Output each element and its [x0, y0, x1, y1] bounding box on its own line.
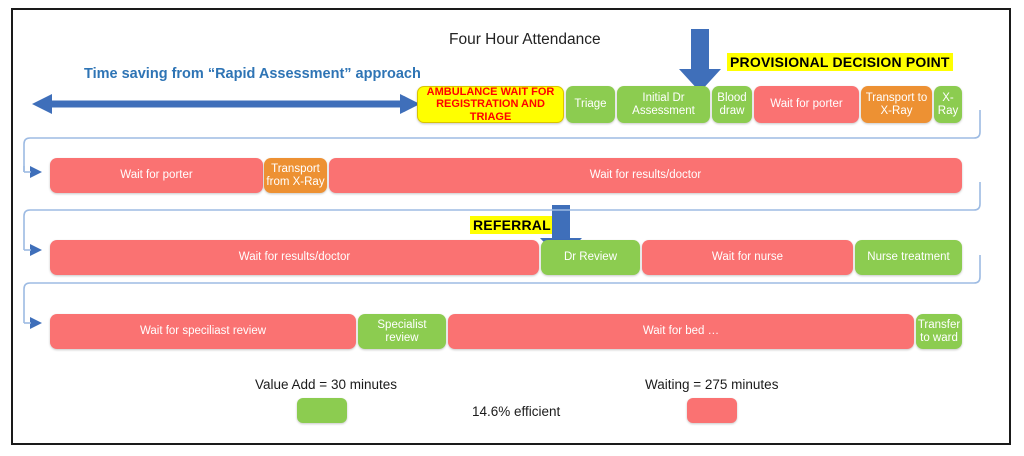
- time-saving-label: Time saving from “Rapid Assessment” appr…: [84, 66, 421, 82]
- decision-point-down-arrow: [679, 29, 721, 92]
- callout-provisional-decision-point: PROVISIONAL DECISION POINT: [727, 53, 953, 71]
- step-wait-for-bed[interactable]: Wait for bed …: [448, 314, 914, 349]
- step-specialist-review[interactable]: Specialist review: [358, 314, 446, 349]
- page-title: Four Hour Attendance: [449, 31, 601, 48]
- step-wait-for-nurse[interactable]: Wait for nurse: [642, 240, 853, 275]
- step-blood-draw[interactable]: Blood draw: [712, 86, 752, 123]
- step-dr-review[interactable]: Dr Review: [541, 240, 640, 275]
- step-transport-from-xray[interactable]: Transport from X-Ray: [264, 158, 327, 193]
- step-nurse-treatment[interactable]: Nurse treatment: [855, 240, 962, 275]
- legend-waiting-label: Waiting = 275 minutes: [645, 377, 779, 392]
- legend-efficiency-label: 14.6% efficient: [472, 404, 561, 419]
- step-transport-to-xray[interactable]: Transport to X-Ray: [861, 86, 932, 123]
- step-ambulance-wait[interactable]: AMBULANCE WAIT FOR REGISTRATION AND TRIA…: [417, 86, 564, 123]
- step-wait-for-results-doctor-row3[interactable]: Wait for results/doctor: [50, 240, 539, 275]
- step-wait-for-porter-row1[interactable]: Wait for porter: [754, 86, 859, 123]
- step-xray[interactable]: X-Ray: [934, 86, 962, 123]
- step-triage[interactable]: Triage: [566, 86, 615, 123]
- step-wait-for-porter-row2[interactable]: Wait for porter: [50, 158, 263, 193]
- time-saving-double-arrow: [32, 94, 420, 114]
- legend-waiting-swatch: [687, 398, 737, 423]
- step-transfer-to-ward[interactable]: Transfer to ward: [916, 314, 962, 349]
- legend-value-add-label: Value Add = 30 minutes: [255, 377, 397, 392]
- step-wait-for-results-doctor-row2[interactable]: Wait for results/doctor: [329, 158, 962, 193]
- step-initial-dr-assessment[interactable]: Initial Dr Assessment: [617, 86, 710, 123]
- step-wait-for-specialist-review[interactable]: Wait for speciliast review: [50, 314, 356, 349]
- legend-value-add-swatch: [297, 398, 347, 423]
